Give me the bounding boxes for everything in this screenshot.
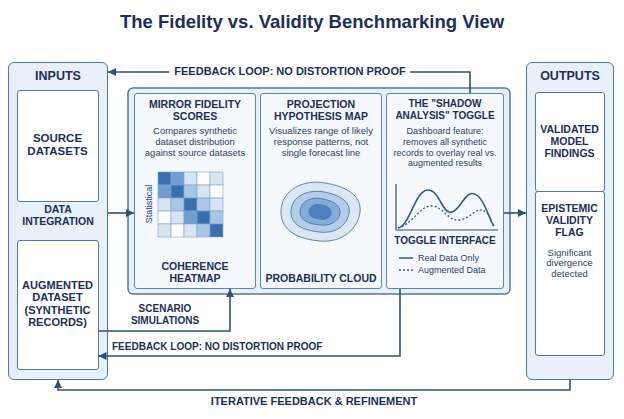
flow-arrow [58, 380, 570, 390]
outputs-panel: OUTPUTS VALIDATED MODEL FINDINGS EPISTEMIC… [526, 62, 614, 380]
flow-arrow [504, 212, 526, 214]
flag-body: Significant divergence detected [538, 248, 602, 281]
findings-box: VALIDATED MODEL FINDINGS [535, 92, 605, 192]
edge-label: ITERATIVE FEEDBACK & REFINEMENT [211, 395, 417, 408]
flow-arrow [99, 289, 401, 356]
analysis-frame [128, 88, 510, 294]
flow-arrow [108, 212, 134, 214]
flow-arrow [99, 289, 231, 331]
panel-body: Dashboard feature: removes all synthetic… [390, 126, 500, 169]
box-label: VALIDATED MODEL FINDINGS [538, 123, 602, 159]
panel-heading: THE "SHADOW ANALYSIS" TOGGLE [389, 98, 501, 121]
inputs-panel: INPUTS SOURCE DATASETS AUGMENTED DATASET (… [8, 62, 108, 380]
panel-heading: OUTPUTS [529, 69, 611, 83]
projection-panel: PROJECTION HYPOTHESIS MAP Visualizes rang… [260, 93, 382, 289]
box-label: SOURCE DATASETS [21, 132, 95, 158]
edge-label: FEEDBACK LOOP: NO DISTORTION PROOF [112, 341, 322, 353]
panel-heading: MIRROR FIDELITY SCORES [138, 98, 252, 122]
panel-body: Visualizes range of likely response patt… [265, 126, 377, 159]
flag-heading: EPISTEMIC VALIDITY FLAG [538, 202, 602, 238]
edge-label: SCENARIO SIMULATIONS [119, 303, 211, 326]
panel-caption: TOGGLE INTERFACE [389, 235, 501, 247]
panel-heading: PROJECTION HYPOTHESIS MAP [264, 98, 378, 122]
panel-caption: PROBABILITY CLOUD [264, 272, 378, 284]
augmented-box: AUGMENTED DATASET (SYNTHETIC RECORDS) [17, 240, 99, 370]
edge-label: FEEDBACK LOOP: NO DISTORTION PROOF [169, 65, 410, 78]
source-box: SOURCE DATASETS [17, 90, 99, 202]
box-label: AUGMENTED DATASET (SYNTHETIC RECORDS) [20, 279, 96, 330]
shadow-panel: THE "SHADOW ANALYSIS" TOGGLE Dashboard fe… [386, 93, 504, 289]
panel-heading: INPUTS [11, 69, 105, 83]
validity-flag-box: EPISTEMIC VALIDITY FLAG Significant diver… [535, 191, 605, 356]
panel-caption: COHERENCE HEATMAP [138, 260, 252, 284]
fidelity-panel: MIRROR FIDELITY SCORES Compares synthetic… [134, 93, 256, 289]
panel-body: Compares synthetic dataset distribution … [139, 126, 251, 159]
flow-arrow [108, 72, 470, 93]
diagram-title: The Fidelity vs. Validity Benchmarking V… [0, 11, 624, 33]
